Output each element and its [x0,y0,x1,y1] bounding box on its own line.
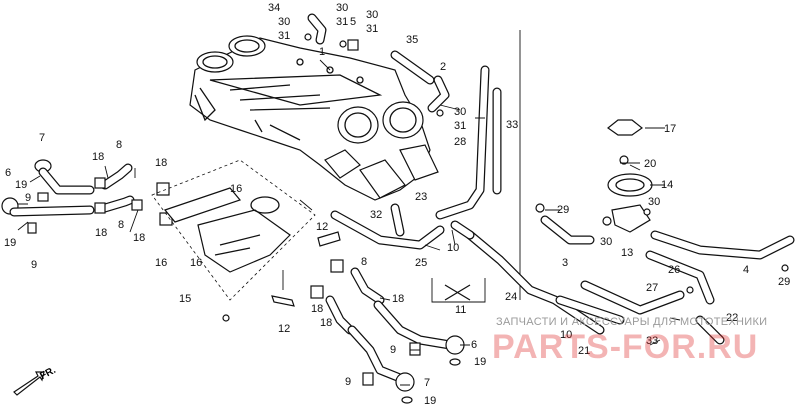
callout-6: 6 [471,339,478,351]
callout-2: 2 [440,61,447,73]
callout-9: 9 [31,259,38,271]
callout-14: 14 [661,179,674,191]
callout-6: 6 [5,167,12,179]
callout-11: 11 [455,304,467,316]
carburetor-assembly [189,35,439,201]
item-11-box [431,278,486,303]
callout-8: 8 [116,139,123,151]
top-fittings [304,13,450,117]
callout-18: 18 [320,317,333,329]
callout-30: 30 [366,9,379,21]
right-hoses [540,215,795,345]
callout-30: 30 [278,16,291,28]
callout-21: 21 [578,345,591,357]
callout-9: 9 [345,376,352,388]
callout-7: 7 [424,377,431,389]
item-12-parts [222,231,341,322]
callout-28: 28 [454,136,467,148]
callout-13: 13 [621,247,634,259]
callout-19: 19 [4,237,17,249]
left-hoses [1,159,173,234]
callout-9: 9 [390,344,397,356]
item-15-box [151,159,316,301]
callout-31: 31 [366,23,379,35]
mid-hoses [330,203,625,335]
vertical-tubes [435,30,521,300]
callout-20: 20 [644,158,657,170]
callout-16: 16 [155,257,168,269]
callout-16: 16 [190,257,203,269]
callout-7: 7 [39,132,46,144]
callout-29: 29 [778,276,791,288]
watermark-brand: PARTS-FOR.RU [492,328,759,366]
callout-33: 33 [506,119,519,131]
callout-31: 31 [454,120,467,132]
callout-15: 15 [179,293,192,305]
callout-19: 19 [424,395,437,407]
callout-8: 8 [361,256,368,268]
callout-12: 12 [278,323,291,335]
callout-3: 3 [562,257,569,269]
callout-8: 8 [118,219,125,231]
callout-27: 27 [646,282,659,294]
callout-23: 23 [415,191,428,203]
callout-31: 31 [336,16,349,28]
callout-18: 18 [95,227,108,239]
callout-31: 31 [278,30,291,42]
callout-30: 30 [648,196,661,208]
callout-17: 17 [664,123,677,135]
callout-35: 35 [406,34,419,46]
leader-lines [17,59,681,386]
front-arrow-icon [13,371,45,396]
callout-29: 29 [557,204,570,216]
callout-34: 34 [268,2,281,14]
callout-18: 18 [311,303,324,315]
callout-4: 4 [743,264,750,276]
callout-1: 1 [319,46,326,58]
callout-10: 10 [560,329,573,341]
callout-16: 16 [230,183,243,195]
lower-hoses [310,259,465,404]
callout-22: 22 [726,312,739,324]
callout-18: 18 [133,232,146,244]
callout-10: 10 [447,242,460,254]
right-assembly [535,119,653,233]
callout-19: 19 [474,356,487,368]
callout-33: 33 [646,335,659,347]
callout-12: 12 [316,221,329,233]
callout-18: 18 [392,293,405,305]
callout-19: 19 [15,179,28,191]
watermark-caption: ЗАПЧАСТИ И АКСЕССУАРЫ ДЛЯ МОТОТЕХНИКИ [496,316,768,328]
callout-9: 9 [25,192,32,204]
callout-18: 18 [92,151,105,163]
callout-26: 26 [668,264,681,276]
callout-24: 24 [505,291,518,303]
callout-32: 32 [370,209,383,221]
callout-30: 30 [600,236,613,248]
callout-5: 5 [350,16,357,28]
callout-30: 30 [454,106,467,118]
callout-25: 25 [415,257,428,269]
callout-18: 18 [155,157,168,169]
callout-30: 30 [336,2,349,14]
